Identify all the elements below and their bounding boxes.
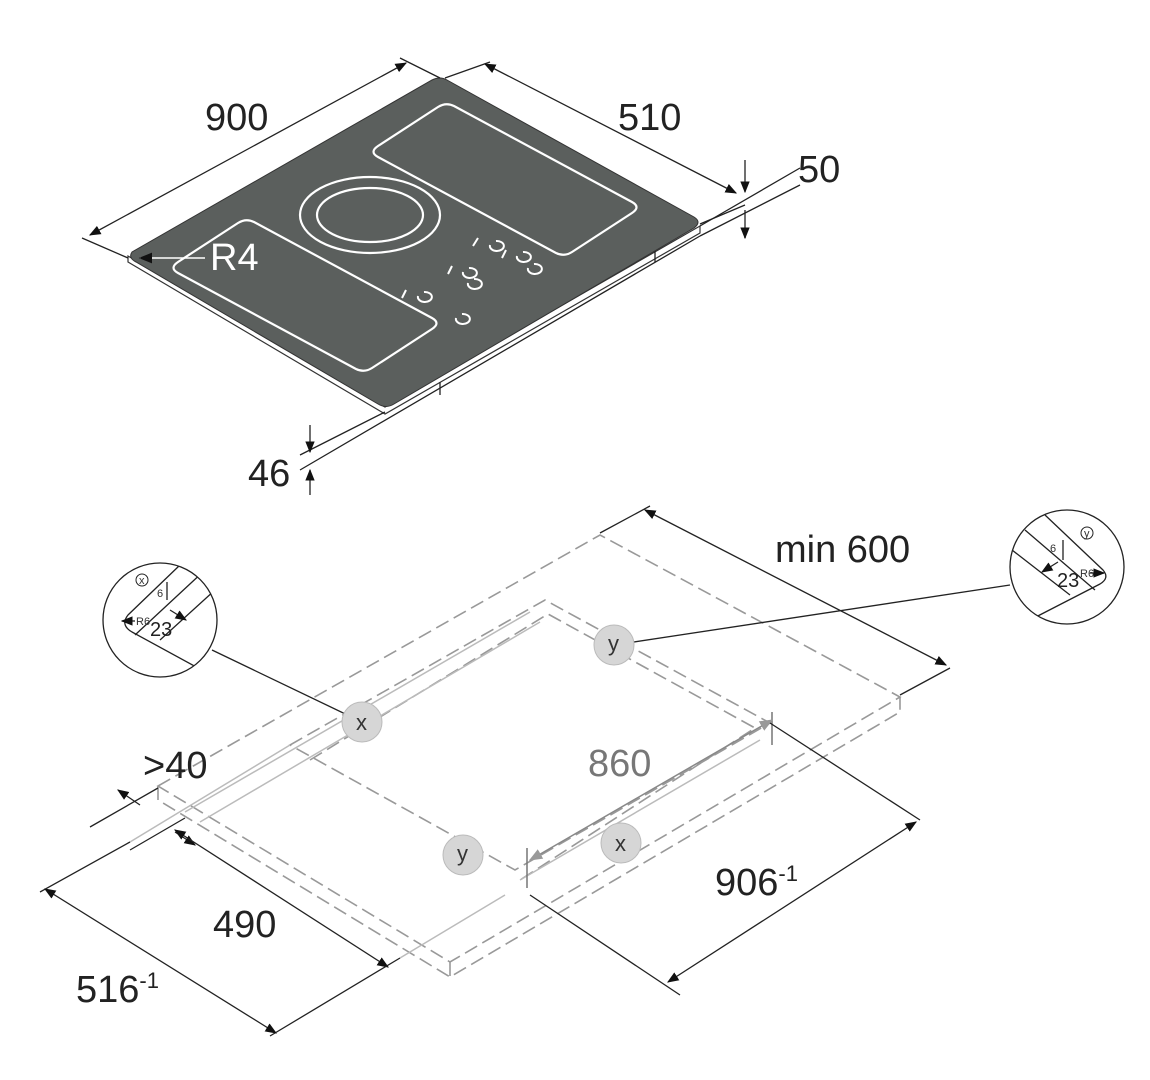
control-knob-icons	[401, 237, 543, 325]
detail-x-radius: R6	[136, 616, 150, 628]
dimension-516: 516-1	[39, 841, 401, 1037]
marker-x-2-label: x	[615, 831, 626, 856]
radius-label: R4	[210, 237, 259, 279]
detail-y-offset: 6	[1050, 543, 1056, 555]
marker-x-2	[600, 822, 642, 864]
edge-distance-label-text: >40	[143, 745, 207, 787]
marker-y-2-label: y	[457, 841, 468, 866]
corner-markers: x y y x	[211, 584, 1011, 876]
detail-x-marker: x	[139, 575, 145, 587]
cutout-width-label: 860	[588, 743, 651, 785]
min-depth-label: min 600	[775, 529, 910, 571]
radius-callout: R4	[138, 237, 259, 279]
dimension-490: 490	[174, 829, 389, 968]
detail-y-radius: R6	[1080, 568, 1094, 580]
countertop	[129, 534, 902, 978]
width-label: 900	[205, 97, 268, 139]
marker-y-1-label: y	[608, 631, 619, 656]
detail-x-width: 23	[150, 619, 172, 641]
marker-y-1	[593, 624, 635, 666]
dimension-906: 906-1	[529, 722, 921, 996]
detail-x-offset: 6	[157, 588, 163, 600]
outer-depth-label: 516-1	[76, 968, 159, 1011]
detail-circle-y: y 6 R6 23	[1009, 509, 1125, 625]
dimension-860: 860	[526, 712, 774, 888]
dimension-46: 46	[248, 235, 701, 495]
dimension-50: 50	[699, 149, 840, 240]
dimension-900: 900	[81, 57, 441, 259]
outer-width-label: 906-1	[715, 861, 798, 904]
height-label: 50	[798, 149, 840, 191]
detail-y-marker: y	[1084, 528, 1090, 540]
marker-x-1	[341, 701, 383, 743]
thickness-label: 46	[248, 453, 290, 495]
cutout-depth-label: 490	[213, 904, 276, 946]
depth-label: 510	[618, 97, 681, 139]
marker-y-2	[442, 834, 484, 876]
detail-circle-x: x 6 R6 23	[102, 562, 218, 678]
detail-y-width: 23	[1057, 570, 1079, 592]
dimension-gt-40: >40	[89, 745, 207, 851]
marker-x-1-label: x	[356, 710, 367, 735]
dimension-min-600: min 600	[599, 505, 951, 696]
dimension-510: 510	[444, 61, 746, 225]
